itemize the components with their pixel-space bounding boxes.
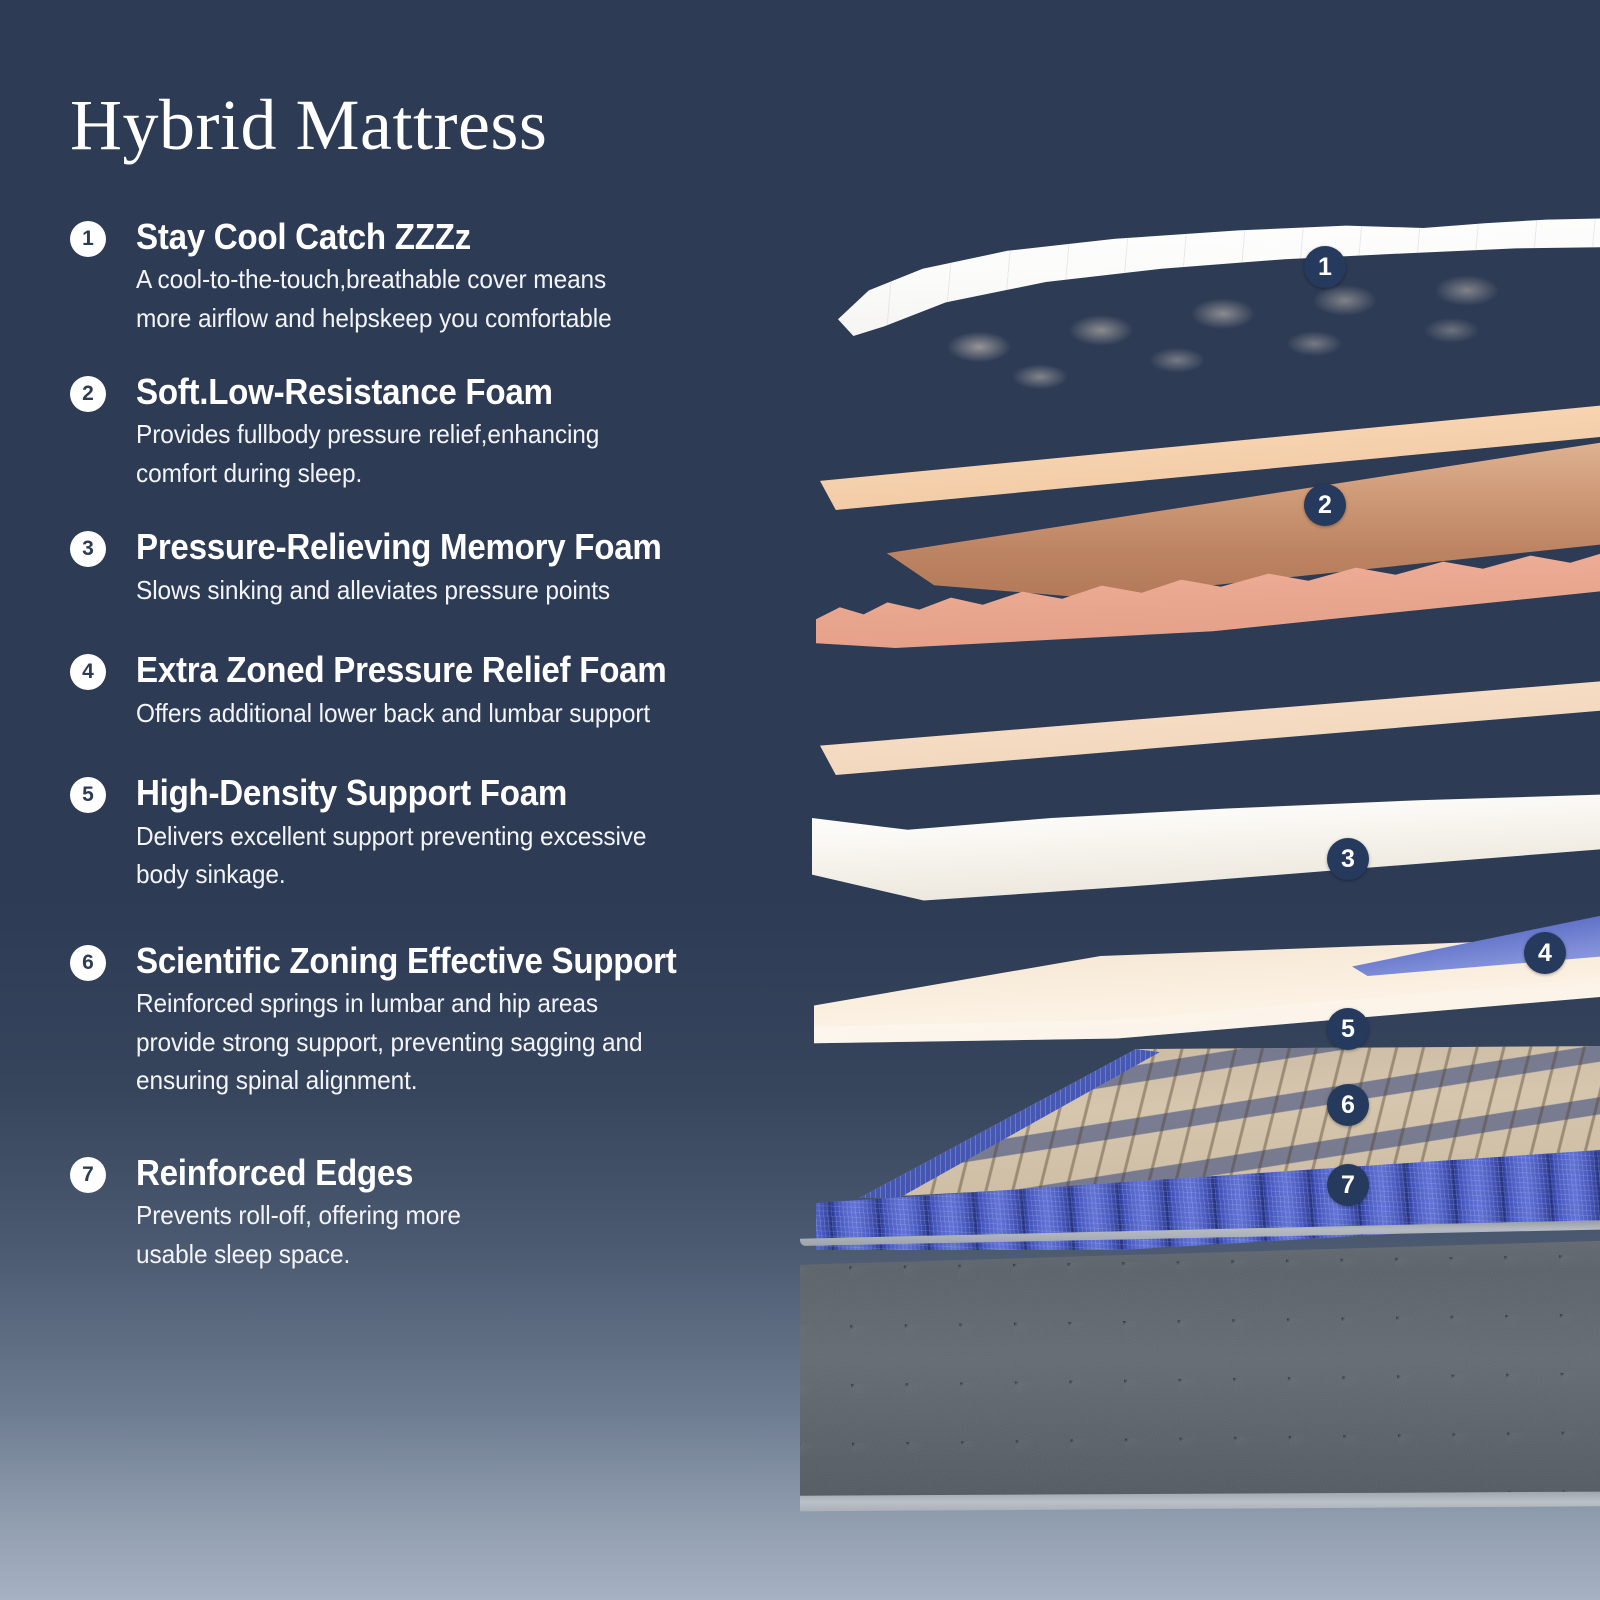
feature-number-badge-7: 7 [70, 1156, 106, 1193]
feature-title-1: Stay Cool Catch ZZZz [136, 215, 471, 257]
feature-description-line: provide strong support, preventing saggi… [136, 1026, 643, 1057]
feature-title-4: Extra Zoned Pressure Relief Foam [136, 649, 667, 691]
feature-title-3: Pressure-Relieving Memory Foam [136, 526, 662, 568]
base-top-piping [800, 1219, 1600, 1246]
feature-description-line: A cool-to-the-touch,breathable cover mea… [136, 264, 607, 295]
feature-description-line: Prevents roll-off, offering more [136, 1200, 461, 1231]
base-tufting-dimples [800, 1240, 1600, 1506]
page-title: Hybrid Mattress [70, 85, 548, 165]
feature-item-4: 4 Extra Zoned Pressure Relief Foam Offer… [70, 649, 810, 732]
feature-title-6: Scientific Zoning Effective Support [136, 939, 677, 981]
feature-description-line: Provides fullbody pressure relief,enhanc… [136, 419, 600, 450]
feature-description-line: usable sleep space. [136, 1238, 351, 1269]
base-bottom-piping [800, 1491, 1600, 1512]
callout-badge-7: 7 [1327, 1164, 1369, 1206]
feature-description-line: Delivers excellent support preventing ex… [136, 820, 647, 851]
feature-title-2: Soft.Low-Resistance Foam [136, 371, 553, 412]
feature-description-line: Reinforced springs in lumbar and hip are… [136, 988, 599, 1019]
feature-description-7: Prevents roll-off, offering more usable … [136, 1196, 808, 1273]
base-fabric-body [800, 1240, 1600, 1506]
callout-badge-3: 3 [1327, 838, 1369, 880]
feature-number-badge-5: 5 [70, 777, 106, 814]
feature-number-badge-6: 6 [70, 944, 106, 981]
feature-description-line: ensuring spinal alignment. [136, 1065, 418, 1096]
feature-description-line: more airflow and helpskeep you comfortab… [136, 302, 612, 333]
feature-description-4: Offers additional lower back and lumbar … [136, 694, 808, 732]
feature-list-column: Hybrid Mattress 1 Stay Cool Catch ZZZz A… [70, 85, 810, 1273]
feature-description-3: Slows sinking and alleviates pressure po… [136, 571, 808, 609]
callout-badge-2: 2 [1304, 484, 1346, 526]
memory-foam-upper-slab [820, 680, 1600, 775]
feature-item-6: 6 Scientific Zoning Effective Support Re… [70, 940, 810, 1100]
mattress-exploded-illustration: 1 2 3 4 5 6 7 [780, 0, 1600, 1600]
mattress-base-panel [800, 1218, 1600, 1518]
feature-description-line: Slows sinking and alleviates pressure po… [136, 574, 611, 605]
callout-badge-4: 4 [1524, 932, 1566, 974]
feature-item-1: 1 Stay Cool Catch ZZZz A cool-to-the-tou… [70, 216, 810, 337]
feature-number-badge-3: 3 [70, 531, 106, 568]
feature-description-line: body sinkage. [136, 859, 286, 890]
feature-item-5: 5 High-Density Support Foam Delivers exc… [70, 772, 810, 893]
feature-description-5: Delivers excellent support preventing ex… [136, 817, 808, 894]
feature-item-7: 7 Reinforced Edges Prevents roll-off, of… [70, 1152, 810, 1273]
memory-foam-layer [812, 794, 1600, 901]
feature-item-2: 2 Soft.Low-Resistance Foam Provides full… [70, 371, 810, 492]
feature-number-badge-4: 4 [70, 654, 106, 691]
feature-description-2: Provides fullbody pressure relief,enhanc… [136, 415, 808, 492]
callout-badge-6: 6 [1327, 1084, 1369, 1126]
feature-title-5: High-Density Support Foam [136, 772, 568, 814]
feature-number-badge-2: 2 [70, 376, 106, 412]
feature-description-line: Offers additional lower back and lumbar … [136, 697, 651, 728]
feature-number-badge-1: 1 [70, 220, 106, 257]
feature-description-line: comfort during sleep. [136, 457, 363, 488]
feature-description-6: Reinforced springs in lumbar and hip are… [136, 984, 808, 1099]
feature-item-3: 3 Pressure-Relieving Memory Foam Slows s… [70, 526, 810, 609]
callout-badge-5: 5 [1327, 1008, 1369, 1050]
callout-badge-1: 1 [1304, 246, 1346, 288]
feature-description-1: A cool-to-the-touch,breathable cover mea… [136, 260, 808, 337]
feature-title-7: Reinforced Edges [136, 1151, 414, 1193]
